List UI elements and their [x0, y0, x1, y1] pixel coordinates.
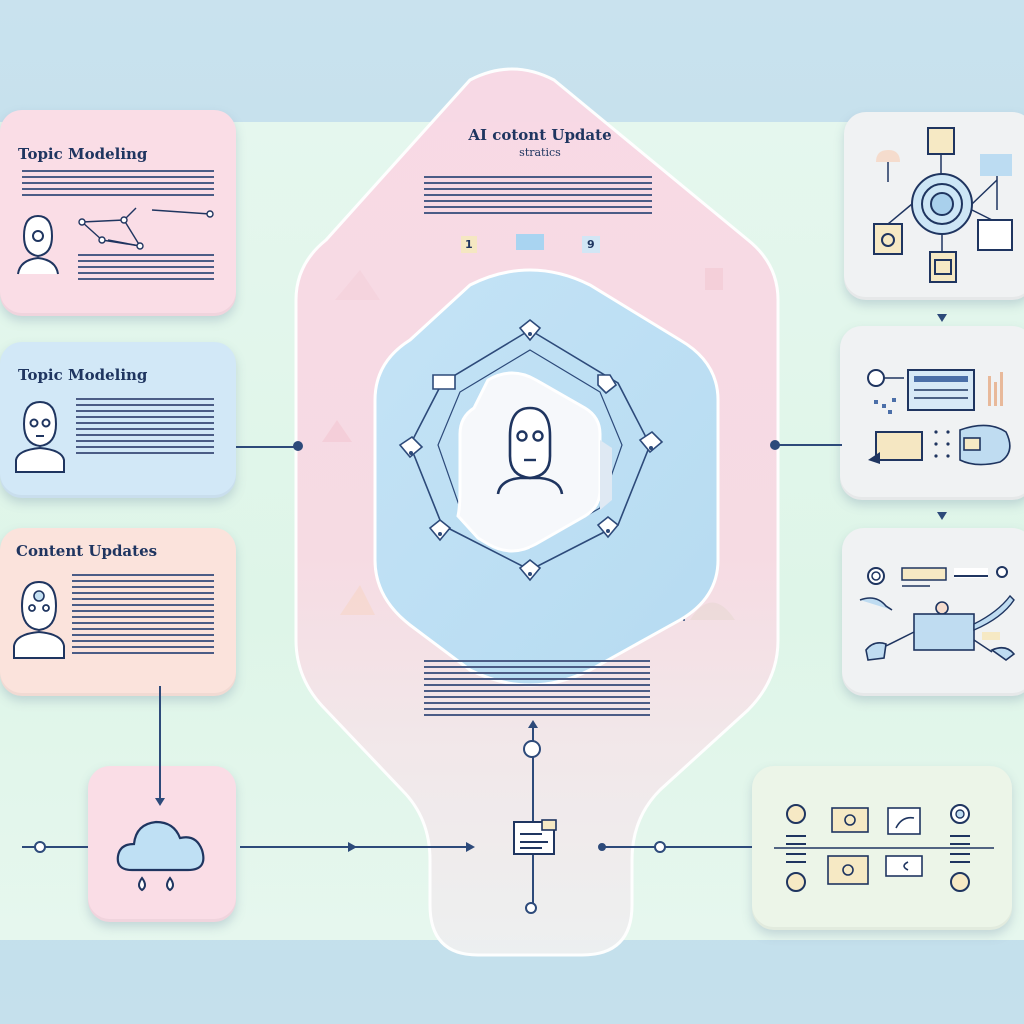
timeline-icon: [774, 804, 994, 892]
connector-node: [34, 841, 46, 853]
connector-node: [654, 841, 666, 853]
network-graph-icon: [78, 207, 214, 250]
connector-node: [523, 740, 541, 758]
connector-bottom-left: [22, 846, 88, 848]
right-card-2[interactable]: [840, 326, 1024, 500]
card-text-lines: [22, 170, 214, 200]
card-text-lines: [76, 398, 214, 454]
process-map-icon: [859, 566, 1016, 661]
card-title: Topic Modeling: [18, 366, 148, 384]
center-title-line1: AI cotont Update: [468, 126, 612, 144]
center-marker-9: 9: [582, 236, 600, 253]
cloud-icon: [116, 820, 205, 892]
card-text-lines: [78, 254, 214, 284]
person-icon: [17, 214, 59, 275]
connector-vertical-center: [532, 724, 534, 910]
arrow-up: [528, 720, 538, 728]
document-icon: [513, 819, 557, 855]
robot-avatar-icon: [15, 400, 65, 473]
connector-node: [525, 902, 537, 914]
center-marker-1: 1: [461, 236, 477, 253]
connector-center-bottomright: [600, 846, 752, 848]
connector-content-cloud: [159, 686, 161, 800]
dashboard-icon: [867, 369, 1011, 466]
flowchart-icon: [873, 127, 1013, 283]
arrow-down: [937, 314, 947, 322]
connector-node: [598, 843, 606, 851]
center-text-lines: [424, 176, 652, 214]
connector-node: [293, 441, 303, 451]
connector-node: [770, 440, 780, 450]
center-marker-box: [516, 234, 544, 250]
card-text-lines: [72, 574, 214, 656]
robot-avatar-icon: [13, 580, 65, 659]
card-title: Content Updates: [16, 542, 158, 560]
arrow-right: [348, 842, 357, 852]
card-title: Topic Modeling: [18, 145, 148, 163]
center-title-line2: stratics: [519, 146, 561, 159]
arrow-down: [937, 512, 947, 520]
center-title: AI cotont Update stratics: [440, 126, 640, 159]
robot-head-icon: [496, 406, 564, 495]
connector-center-right: [776, 444, 842, 446]
arrow-right: [466, 842, 475, 852]
arrow-down: [155, 798, 165, 806]
connector-left-center: [236, 446, 298, 448]
lower-center-text-lines: [424, 660, 650, 716]
